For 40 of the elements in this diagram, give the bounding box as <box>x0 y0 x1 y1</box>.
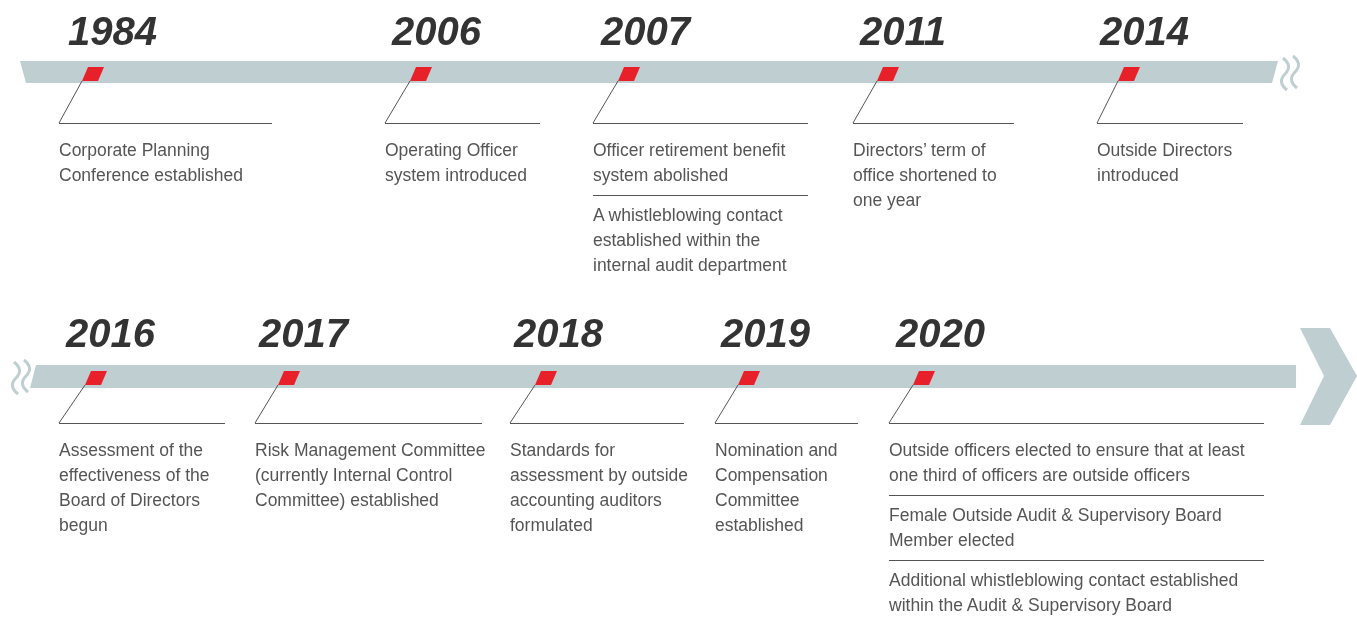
year-label: 2018 <box>514 311 603 355</box>
event-text: Additional whistleblowing contact established within the Audit & Supervisory Board <box>889 560 1264 618</box>
year-label: 2017 <box>259 311 348 355</box>
event-text: Outside Directors introduced <box>1097 139 1234 187</box>
event-text: Risk Management Committee (currently Internal Control Committee) established <box>255 439 487 512</box>
event-text: Nomination and Compensation Committee established <box>715 439 839 537</box>
event-text: Corporate Planning Conference established <box>59 139 244 187</box>
event-text: Assessment of the effectiveness of the Board of Directors begun <box>59 439 211 537</box>
leader-line <box>58 384 86 424</box>
year-label: 2006 <box>392 9 481 53</box>
year-label: 1984 <box>68 9 157 53</box>
event-text: Standards for assessment by outside accounting auditors formulated <box>510 439 689 537</box>
timeline-entry <box>593 123 808 278</box>
year-label: 2007 <box>601 9 690 53</box>
timeline-entry <box>59 423 225 538</box>
leader-line <box>852 80 878 124</box>
event-marker <box>535 371 557 385</box>
event-marker <box>85 371 107 385</box>
event-marker <box>913 371 935 385</box>
event-marker <box>278 371 300 385</box>
event-marker <box>1118 67 1140 81</box>
year-label: 2020 <box>896 311 985 355</box>
timeline-entry <box>853 123 1014 213</box>
event-marker <box>410 67 432 81</box>
event-marker <box>82 67 104 81</box>
event-text: Operating Officer system introduced <box>385 139 528 187</box>
event-marker <box>738 371 760 385</box>
event-marker <box>618 67 640 81</box>
year-label: 2016 <box>66 311 155 355</box>
event-text: Outside officers elected to ensure that at least one third of officers are outside officers <box>889 439 1246 487</box>
event-text: A whistleblowing contact established within the internal audit department <box>593 195 808 278</box>
event-text: Directors’ term of office shortened to one year <box>853 139 998 212</box>
event-text: Officer retirement benefit system abolished <box>593 139 787 187</box>
event-marker <box>877 67 899 81</box>
timeline-entry <box>385 123 540 188</box>
year-label: 2014 <box>1100 9 1189 53</box>
year-label: 2019 <box>721 311 810 355</box>
timeline-entry <box>889 423 1264 618</box>
event-text: Female Outside Audit & Supervisory Board Member elected <box>889 495 1264 553</box>
year-label: 2011 <box>860 9 946 53</box>
